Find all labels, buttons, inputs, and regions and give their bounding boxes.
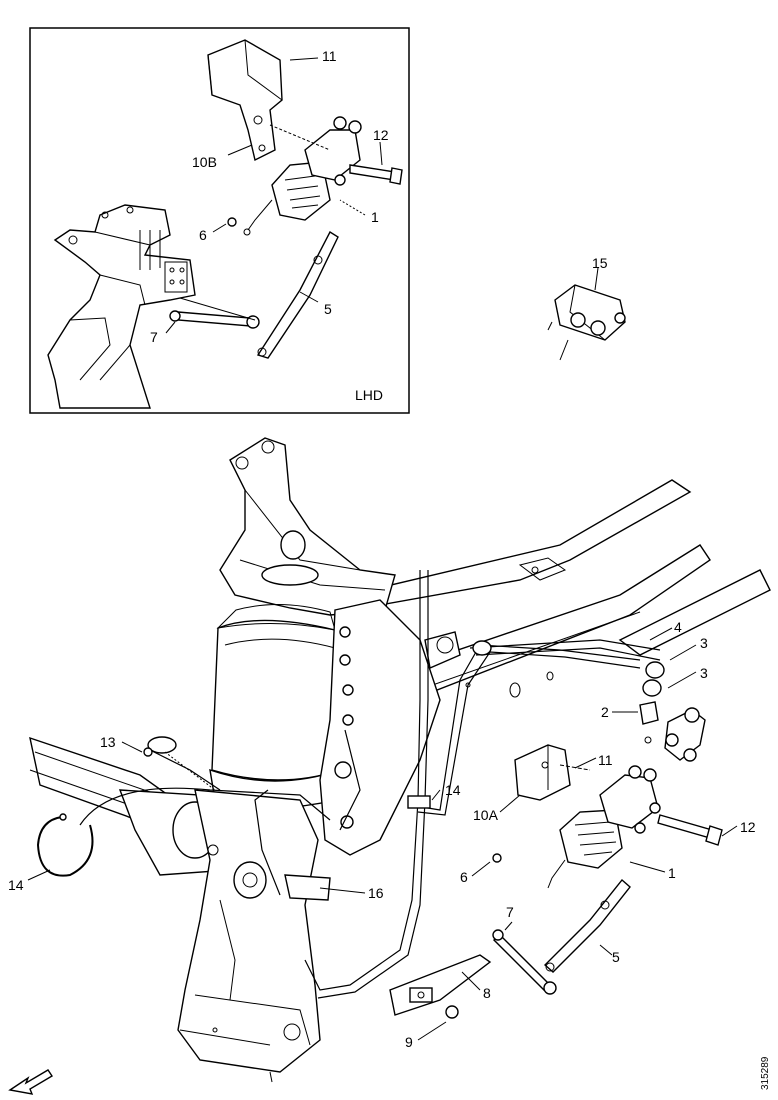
inset-frame-member: [47, 204, 196, 409]
bolt-12-inset: [349, 164, 403, 185]
callout-6-main: 6: [460, 869, 468, 885]
bracket-8: [389, 954, 492, 1016]
leveling-valve-inset: [243, 116, 362, 236]
hose-clamp-13: [143, 736, 177, 757]
callout-7-inset: 7: [150, 329, 158, 345]
callout-8: 8: [483, 985, 491, 1001]
callout-6-inset: 6: [199, 227, 207, 243]
cable-tie-14: [36, 813, 94, 877]
push-in-couplings: [639, 661, 665, 744]
callout-2: 2: [601, 704, 609, 720]
main-assembly: 4 3 3 2 11 13 14 10A 12 1 6 16 14 7 5 8 …: [8, 437, 771, 1095]
callout-11-main: 11: [598, 752, 613, 768]
callout-10a: 10A: [473, 807, 499, 823]
nut-6-main: [492, 853, 502, 863]
frame-hanger: [319, 599, 554, 856]
inset-frame: [29, 27, 410, 414]
lever-arm-5-main: [543, 878, 631, 973]
bolt-12-main: [657, 814, 723, 846]
bolt-9: [445, 1005, 459, 1019]
callout-9: 9: [405, 1034, 413, 1050]
callout-11-inset: 11: [322, 48, 337, 64]
callout-7-main: 7: [506, 904, 514, 920]
callout-14-hose: 14: [445, 782, 461, 798]
link-rod-7-inset: [169, 297, 260, 329]
main-leaders: [27, 627, 738, 1041]
link-rod-7-main: [492, 929, 557, 995]
callout-5-inset: 5: [324, 301, 332, 317]
axle-beam: [118, 789, 331, 1083]
air-lines: [79, 570, 661, 999]
callout-14-tie: 14: [8, 877, 24, 893]
callout-16: 16: [368, 885, 384, 901]
lhd-inset: 11 12 10B 1 6 5 7 LHD: [29, 27, 410, 414]
callout-5-main: 5: [612, 949, 620, 965]
nut-6-inset: [227, 217, 237, 227]
callout-10b-inset: 10B: [192, 154, 217, 170]
bracket-10b: [207, 39, 283, 162]
inset-label-lhd: LHD: [355, 387, 383, 403]
callout-3-lower: 3: [700, 665, 708, 681]
figure-id: 315289: [760, 1056, 771, 1090]
inset-leaders: [165, 57, 383, 334]
callout-13: 13: [100, 734, 116, 750]
leveling-valve-main: [547, 765, 661, 889]
air-spring-bracket: [219, 437, 396, 616]
direction-arrow: [8, 1069, 53, 1095]
callout-3-upper: 3: [700, 635, 708, 651]
callout-1-main: 1: [668, 865, 676, 881]
callout-12-inset: 12: [373, 127, 389, 143]
callout-1-inset: 1: [371, 209, 379, 225]
callout-4: 4: [674, 619, 682, 635]
lever-arm-5-inset: [256, 231, 339, 359]
valve-block-15: 15: [547, 255, 626, 361]
bracket-10a: [514, 744, 571, 801]
callout-12-main: 12: [740, 819, 756, 835]
callout-15: 15: [592, 255, 608, 271]
valve-block-rhd: [664, 707, 706, 762]
